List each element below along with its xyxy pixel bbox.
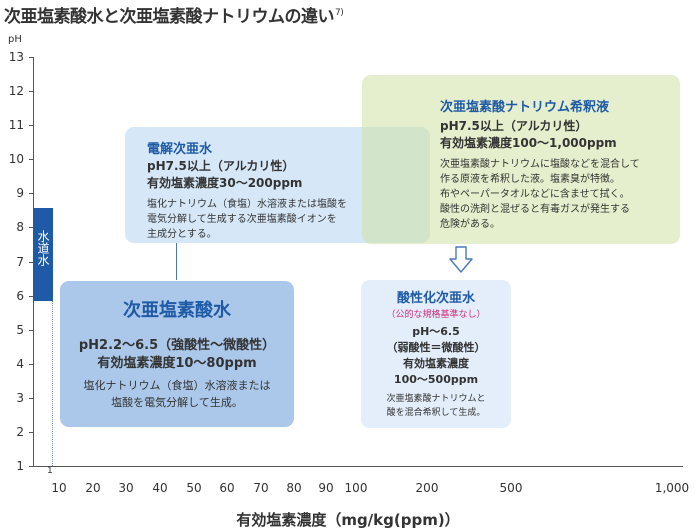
x-tick-label: 200 <box>415 481 439 495</box>
diluted-desc-5: 危険がある。 <box>440 219 500 230</box>
y-tick-mark <box>29 227 33 229</box>
acidic-ph: pH〜6.5 <box>412 325 460 338</box>
x-origin-label: 1 <box>47 466 53 476</box>
y-tick-label: 6 <box>16 288 24 303</box>
x-axis-line <box>33 466 683 467</box>
y-tick-label: 9 <box>16 186 24 201</box>
diluted-title: 次亜塩素酸ナトリウム希釈液 <box>440 100 610 115</box>
tap-water-label: 水道水 <box>36 230 50 266</box>
y-tick-mark <box>29 431 33 433</box>
x-tick-label: 50 <box>186 481 202 495</box>
hypochlorous-concentration: 有効塩素濃度10〜80ppm <box>97 356 257 371</box>
y-tick-mark <box>29 329 33 331</box>
x-tick-label: 30 <box>118 481 134 495</box>
x-tick-label: 1,000 <box>654 481 690 495</box>
y-tick-mark <box>29 295 33 297</box>
y-tick-label: 5 <box>16 322 24 337</box>
acidic-concentration-label: 有効塩素濃度 <box>403 357 469 370</box>
hypochlorous-box <box>60 281 294 427</box>
x-tick-label: 80 <box>286 481 302 495</box>
x-tick-label: 100 <box>344 481 368 495</box>
x-tick-label: 70 <box>253 481 269 495</box>
electrolyzed-concentration: 有効塩素濃度30〜200ppm <box>147 176 303 190</box>
diluted-concentration: 有効塩素濃度100〜1,000ppm <box>440 136 617 150</box>
acidic-ph-note: （弱酸性＝微酸性） <box>386 341 486 354</box>
electrolyzed-desc-3: 主成分とする。 <box>147 229 217 240</box>
tap-water-bar: 水道水 <box>33 208 53 301</box>
y-tick-mark <box>29 261 33 263</box>
y-tick-label: 8 <box>16 220 24 235</box>
y-tick-mark <box>29 363 33 365</box>
x-tick-label: 20 <box>85 481 101 495</box>
diluted-desc-4: 酸性の洗剤と混ぜると有毒ガスが発生する <box>440 204 630 215</box>
diluted-desc-1: 次亜塩素酸ナトリウムに塩酸などを混合して <box>440 159 640 170</box>
y-tick-mark <box>29 91 33 93</box>
acidic-note: （公的な規格基準なし） <box>386 310 486 320</box>
diluted-ph: pH7.5以上（アルカリ性） <box>440 119 588 133</box>
x-tick-label: 40 <box>152 481 168 495</box>
hypochlorous-desc-1: 塩化ナトリウム（食塩）水溶液または <box>83 379 271 392</box>
y-tick-mark <box>29 397 33 399</box>
y-tick-mark <box>29 57 33 58</box>
acidic-title: 酸性化次亜水 <box>396 291 475 306</box>
y-tick-label: 12 <box>8 84 24 99</box>
y-tick-label: 7 <box>16 254 24 269</box>
y-tick-label: 3 <box>16 390 24 405</box>
electrolyzed-desc-2: 電気分解して生成する次亜塩素酸イオンを <box>147 214 337 225</box>
diluted-desc-2: 作る原液を希釈した液。塩素臭が特徴。 <box>440 174 620 185</box>
x-axis-label: 有効塩素濃度（mg/kg(ppm)） <box>236 511 460 529</box>
connector-line <box>176 243 177 280</box>
y-tick-label: 2 <box>16 424 24 439</box>
acidic-concentration-value: 100〜500ppm <box>393 373 479 386</box>
x-tick-label: 500 <box>499 481 523 495</box>
page-title: 次亜塩素酸水と次亜塩素酸ナトリウムの違い7) <box>4 7 344 27</box>
electrolyzed-ph: pH7.5以上（アルカリ性） <box>147 159 295 173</box>
electrolyzed-desc-1: 塩化ナトリウム（食塩）水溶液または塩酸を <box>147 199 347 210</box>
y-tick-label: 11 <box>8 118 24 133</box>
y-tick-mark <box>29 159 33 161</box>
acidic-desc-2: 酸を混合希釈して生成。 <box>386 408 486 418</box>
y-axis-unit: pH <box>8 34 22 45</box>
y-tick-mark <box>29 466 33 467</box>
y-tick-label: 13 <box>8 50 24 64</box>
down-arrow-icon <box>449 246 473 273</box>
x-tick-label: 60 <box>219 481 235 495</box>
hypochlorous-title: 次亜塩素酸水 <box>123 300 231 321</box>
acidic-box <box>361 280 511 428</box>
diluted-desc-3: 布やペーパータオルなどに含ませて拭く。 <box>440 189 630 200</box>
y-tick-label: 4 <box>16 356 24 371</box>
hypochlorous-ph: pH2.2〜6.5（強酸性〜微酸性） <box>78 338 276 353</box>
x-tick-label: 90 <box>318 481 334 495</box>
y-tick-mark <box>29 193 33 195</box>
y-tick-label: 1 <box>16 459 24 473</box>
y-tick-label: 10 <box>8 152 24 167</box>
y-tick-mark <box>29 125 33 127</box>
x-origin-guide <box>52 301 53 466</box>
diluted-box <box>362 75 680 244</box>
electrolyzed-title: 電解次亜水 <box>147 142 213 157</box>
acidic-desc-1: 次亜塩素酸ナトリウムと <box>386 394 486 404</box>
x-tick-label: 10 <box>51 481 67 495</box>
hypochlorous-desc-2: 塩酸を電気分解して生成。 <box>111 396 243 409</box>
